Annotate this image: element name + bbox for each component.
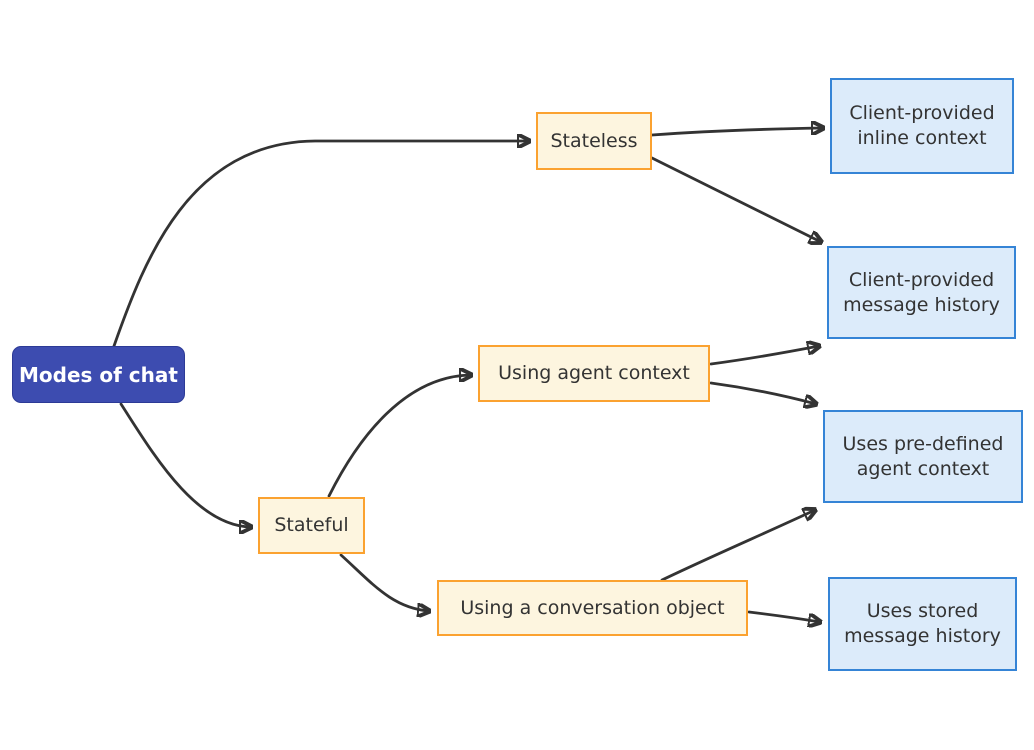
- node-modes-of-chat: Modes of chat: [12, 346, 185, 403]
- node-client-provided-message-history: Client-provided message history: [827, 246, 1016, 339]
- node-using-agent-context: Using agent context: [478, 345, 710, 402]
- edge-stateless-inline-context: [650, 128, 823, 137]
- edge-agent-context-predefined: [709, 381, 816, 404]
- edge-root-stateful: [119, 402, 251, 527]
- edge-agent-context-message-history: [709, 346, 819, 366]
- edge-stateful-conversation-object: [339, 553, 429, 611]
- node-uses-predefined-agent-context: Uses pre-defined agent context: [823, 410, 1023, 503]
- node-using-conversation-object: Using a conversation object: [437, 580, 748, 636]
- node-stateless: Stateless: [536, 112, 652, 170]
- edge-stateless-message-history: [650, 156, 821, 242]
- edge-stateful-agent-context: [327, 375, 471, 498]
- edge-root-stateless: [112, 141, 529, 348]
- edge-conversation-object-stored: [747, 610, 820, 622]
- node-client-provided-inline-context: Client-provided inline context: [830, 78, 1014, 174]
- node-stateful: Stateful: [258, 497, 365, 554]
- edge-conversation-object-predefined: [660, 510, 815, 582]
- node-uses-stored-message-history: Uses stored message history: [828, 577, 1017, 671]
